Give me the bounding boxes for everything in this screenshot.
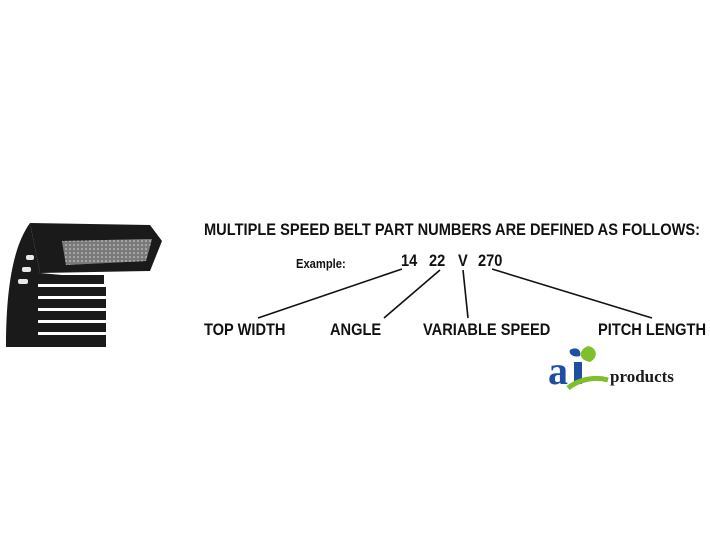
logo-text: products — [610, 367, 674, 386]
label-angle: ANGLE — [330, 320, 382, 339]
cogged-v-belt-icon — [6, 223, 162, 347]
connector-angle — [383, 269, 441, 319]
ai-products-logo: a — [548, 346, 609, 392]
example-label: Example: — [296, 256, 346, 271]
code-part-angle: 22 — [429, 251, 446, 270]
svg-text:a: a — [548, 348, 568, 392]
label-pitch-length: PITCH LENGTH — [598, 320, 707, 339]
code-part-width: 14 — [401, 251, 418, 270]
label-top-width: TOP WIDTH — [204, 320, 286, 339]
label-variable-speed: VARIABLE SPEED — [423, 320, 551, 339]
diagram-heading: MULTIPLE SPEED BELT PART NUMBERS ARE DEF… — [204, 220, 701, 239]
connector-variable-speed — [462, 269, 469, 319]
code-part-type: V — [458, 251, 468, 270]
connector-top-width — [257, 268, 403, 319]
connector-pitch-length — [491, 268, 653, 319]
code-part-length: 270 — [478, 251, 503, 270]
